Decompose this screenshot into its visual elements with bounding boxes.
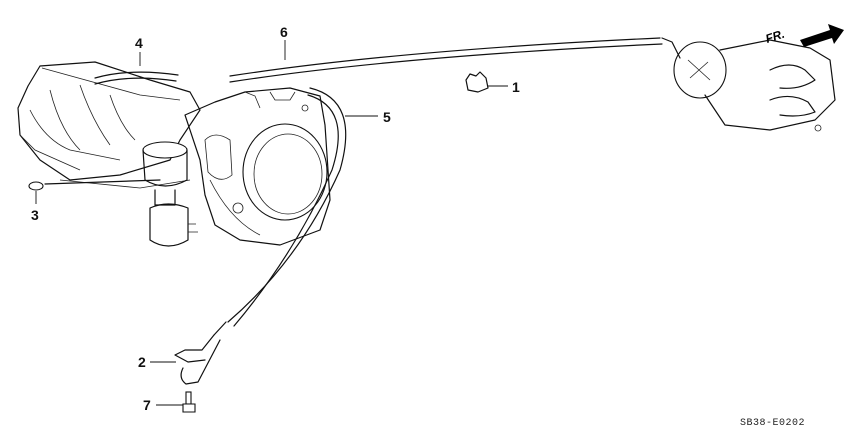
bracket <box>174 321 227 385</box>
control-box <box>661 37 836 132</box>
callout-7: 7 <box>143 397 151 413</box>
callout-5: 5 <box>383 109 391 125</box>
forward-arrow-icon <box>800 24 844 47</box>
clip <box>465 71 489 93</box>
callout-4: 4 <box>135 35 143 51</box>
callout-3: 3 <box>31 207 39 223</box>
diagram-code: SB38-E0202 <box>740 418 806 429</box>
hose-6 <box>229 37 661 77</box>
cap <box>28 181 44 191</box>
throttle-body <box>184 87 331 246</box>
hose-4 <box>94 71 179 79</box>
callout-6: 6 <box>280 24 288 40</box>
callout-1: 1 <box>512 79 520 95</box>
bolt <box>182 391 196 413</box>
callout-2: 2 <box>138 354 146 370</box>
pressure-regulator <box>44 141 198 247</box>
